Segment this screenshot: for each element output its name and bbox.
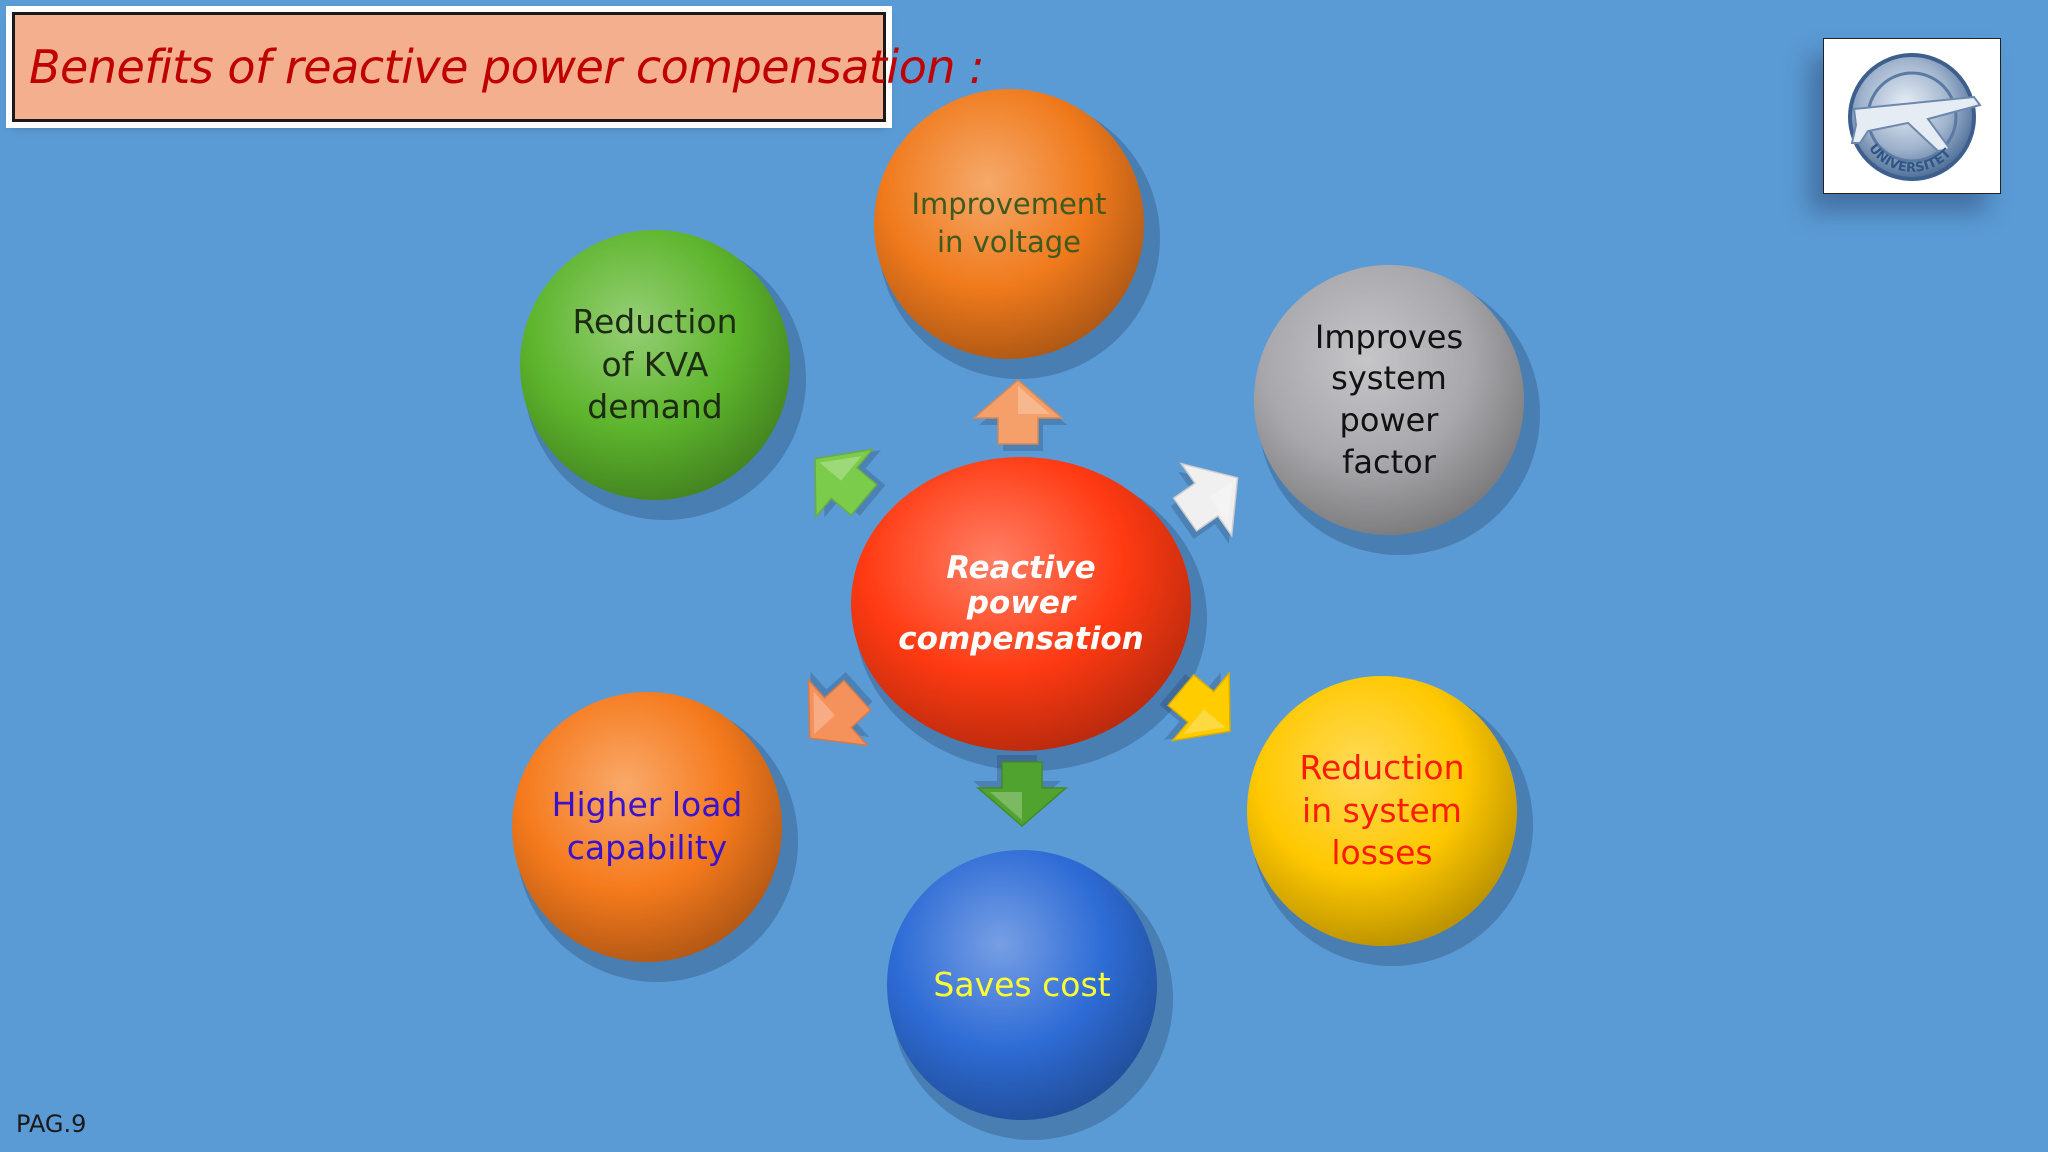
- benefit-circle-voltage: [874, 89, 1144, 359]
- benefit-circle-cost: [887, 850, 1157, 1120]
- arrow-voltage-icon: [971, 379, 1067, 451]
- center-circle: [851, 457, 1191, 751]
- benefit-circle-power-factor: [1254, 265, 1524, 535]
- slide-title-box: Benefits of reactive power compensation …: [12, 12, 985, 122]
- benefit-circle-kva: [520, 230, 790, 500]
- arrow-power-factor-icon: [1170, 462, 1239, 544]
- university-logo: UNIVERSITET: [1823, 38, 2001, 194]
- benefit-circle-load: [512, 692, 782, 962]
- arrow-kva-icon: [814, 448, 886, 519]
- arrow-cost-icon: [973, 755, 1069, 827]
- arrow-losses-icon: [1159, 671, 1231, 742]
- university-airplane-emblem-icon: UNIVERSITET: [1848, 53, 1982, 181]
- page-number: PAG.9: [16, 1110, 87, 1138]
- arrow-load-icon: [807, 671, 873, 747]
- slide-title: Benefits of reactive power compensation …: [29, 40, 985, 94]
- benefit-circle-losses: [1247, 676, 1517, 946]
